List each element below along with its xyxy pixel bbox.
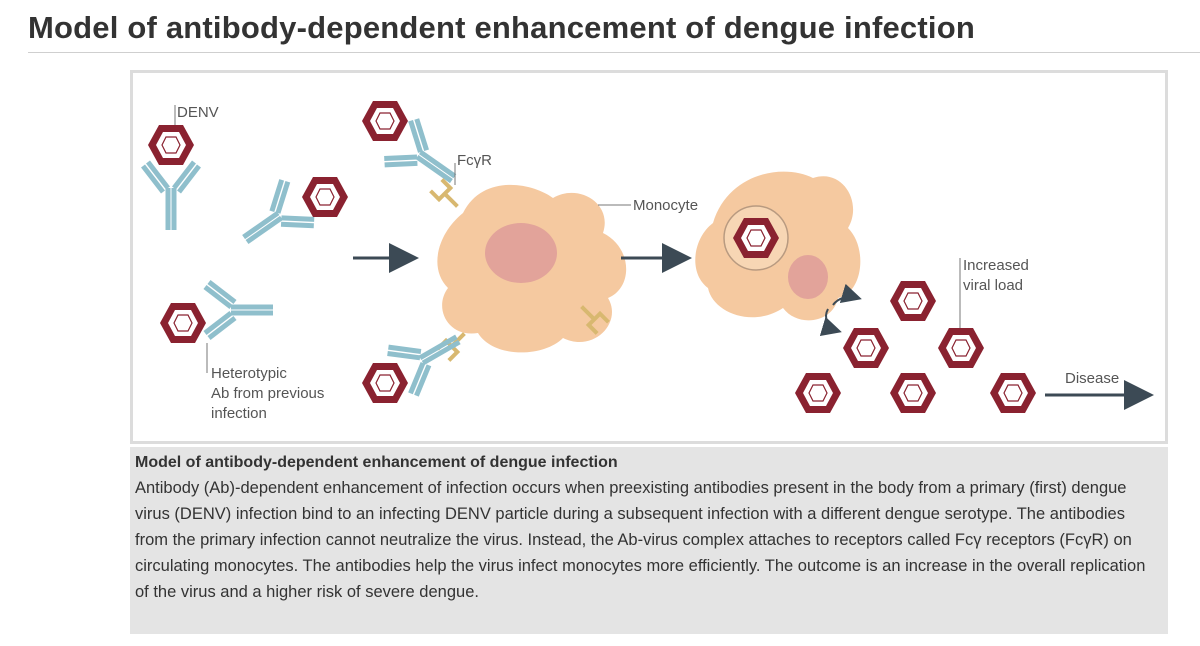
infected-monocyte-nucleus	[788, 255, 828, 299]
heterotypic-label-line2: Ab from previous	[211, 385, 324, 402]
figure-caption: Model of antibody-dependent enhancement …	[130, 447, 1168, 634]
increased-label-line1: Increased	[963, 257, 1029, 274]
figure-frame: DENV Heterotypic Ab from previous infect…	[130, 70, 1168, 444]
heterotypic-label-line1: Heterotypic	[211, 365, 287, 382]
monocyte-nucleus	[485, 223, 557, 283]
caption-body: Antibody (Ab)-dependent enhancement of i…	[135, 479, 1146, 601]
title-divider	[28, 52, 1200, 53]
page-title: Model of antibody-dependent enhancement …	[28, 10, 975, 45]
arrow-icon	[832, 283, 862, 306]
ade-diagram: DENV Heterotypic Ab from previous infect…	[133, 73, 1165, 441]
fcgr-label: FcγR	[457, 152, 492, 169]
denv-label: DENV	[177, 104, 219, 121]
caption-title: Model of antibody-dependent enhancement …	[135, 454, 618, 471]
arrow-icon	[819, 308, 842, 336]
increased-label-line2: viral load	[963, 277, 1023, 294]
disease-label: Disease	[1065, 370, 1119, 387]
heterotypic-label-line3: infection	[211, 405, 267, 422]
monocyte-label: Monocyte	[633, 197, 698, 214]
